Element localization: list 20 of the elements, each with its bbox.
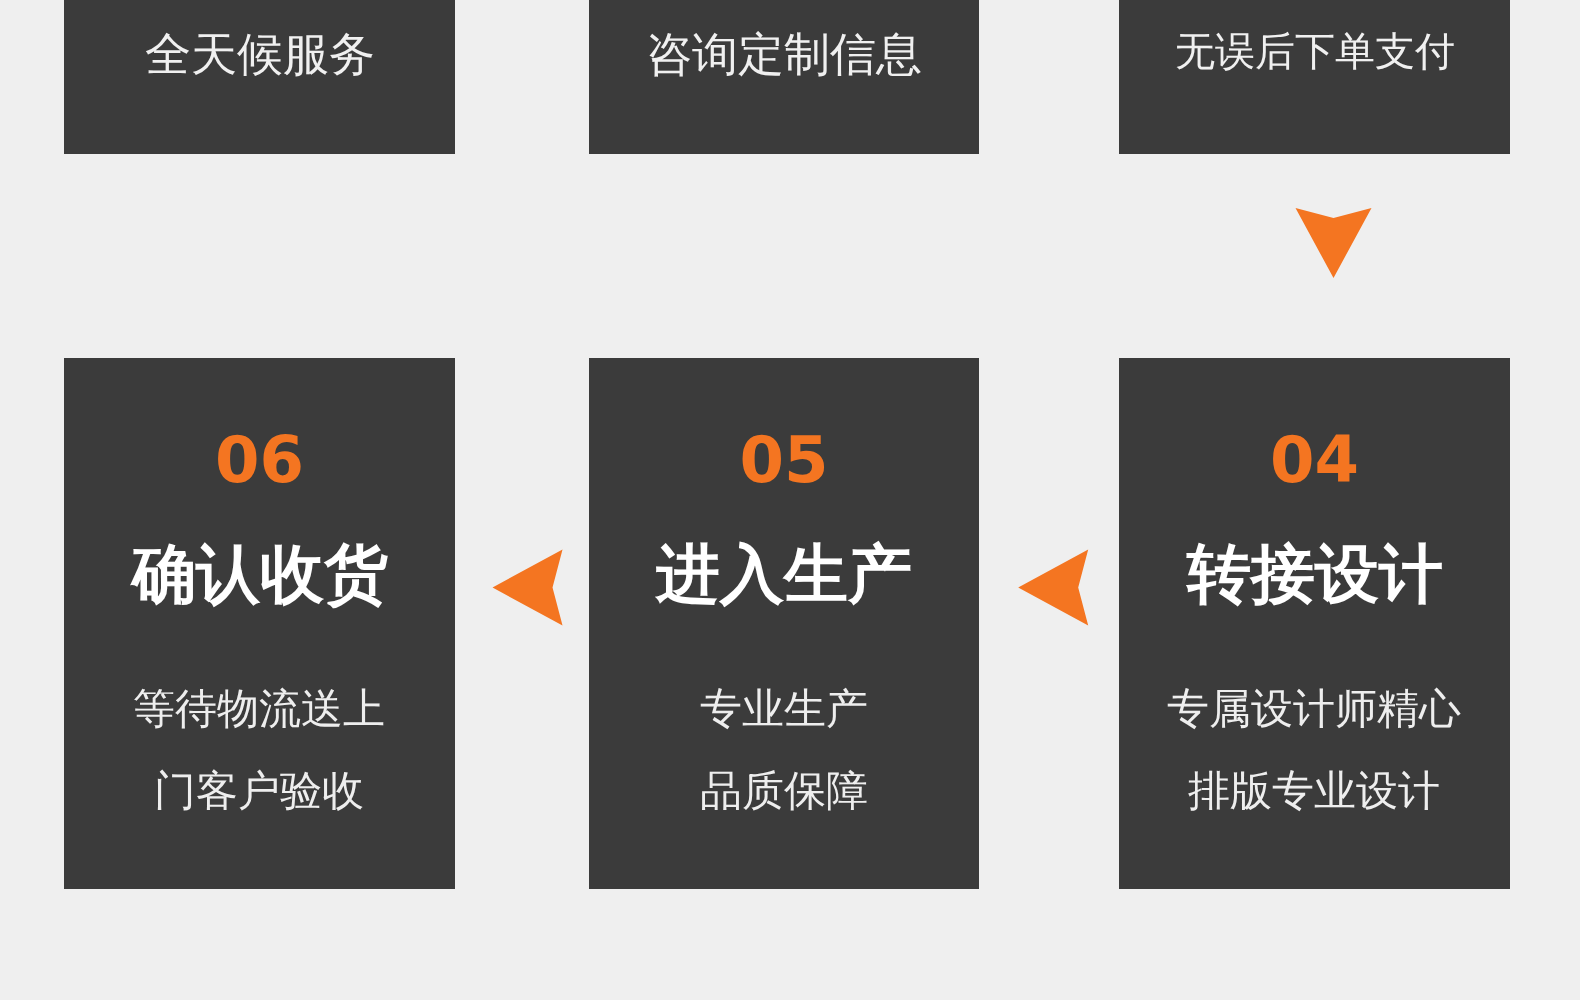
step-title: 进入生产 [656,542,912,606]
process-box [589,358,979,889]
step-label: 无误后下单支付 [1174,28,1455,75]
step-label: 咨询定制信息 [646,27,922,82]
process-box [1119,0,1510,154]
chevron-arrow [492,549,563,626]
step-number: 05 [739,428,829,492]
step-number: 06 [214,428,305,492]
step-description: 专属设计师精心排版专业设计 [1166,684,1463,816]
process-box [64,358,455,889]
step-label: 全天候服务 [144,27,375,82]
step-number: 04 [1269,428,1360,492]
chevron-arrow [1018,549,1089,626]
step-description: 等待物流送上门客户验收 [132,684,387,816]
step-title: 转接设计 [1186,542,1443,606]
process-box [1119,358,1510,889]
step-description: 专业生产品质保障 [699,684,869,816]
chevron-arrow [1295,208,1372,278]
process-box [589,0,979,154]
process-box [64,0,455,154]
